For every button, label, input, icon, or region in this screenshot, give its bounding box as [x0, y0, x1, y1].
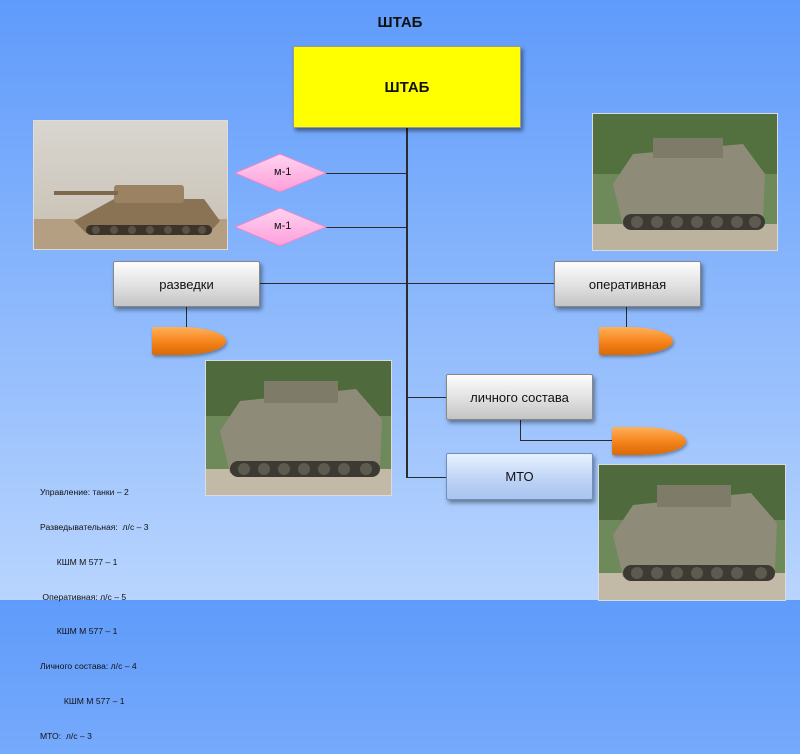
connector-diamond-2: [326, 227, 407, 228]
connector-lichnogo-down: [520, 420, 521, 440]
note-line: Оперативная: л/с – 5: [40, 591, 127, 602]
bullet-shape-razvedki: [152, 327, 226, 355]
connector-trunk: [406, 126, 408, 478]
note-line: Личного состава: л/с – 4: [40, 661, 137, 672]
note-line: КШМ М 577 – 1: [40, 556, 118, 567]
connector-main-horizontal: [260, 283, 555, 284]
tank-photo: [33, 120, 228, 250]
hq-label: ШТАБ: [384, 78, 430, 96]
unit-box-mto: МТО: [446, 453, 593, 500]
diamond-shape: [233, 153, 328, 193]
diamond-label: м-1: [274, 220, 292, 232]
unit-box-razvedki: разведки: [113, 261, 260, 307]
unit-label: личного состава: [470, 389, 569, 405]
diamond-m1-bottom: м-1: [233, 207, 328, 247]
apc-photo-bottom-right: [598, 464, 786, 601]
unit-label: МТО: [505, 469, 534, 484]
diamond-m1-top: м-1: [233, 153, 328, 193]
bullet-shape-lichnogo: [612, 427, 686, 455]
connector-operativnaya-down: [626, 307, 627, 328]
note-line: КШМ М 577 – 1: [40, 695, 125, 706]
connector-razvedki-down: [186, 307, 187, 328]
note-line: МТО: л/с – 3: [40, 730, 92, 741]
hq-box: ШТАБ: [293, 46, 521, 128]
diamond-label: м-1: [274, 166, 292, 178]
connector-diamond-1: [326, 173, 407, 174]
note-line: КШМ М 577 – 1: [40, 626, 118, 637]
unit-label: оперативная: [588, 276, 667, 292]
composition-notes: Управление: танки – 2 Разведывательная: …: [40, 464, 149, 754]
note-line: Управление: танки – 2: [40, 487, 129, 498]
apc-photo-middle: [205, 360, 392, 496]
connector-lichnogo-right: [520, 440, 613, 441]
slide-title: ШТАБ: [377, 14, 423, 31]
unit-box-lichnogo-sostava: личного состава: [446, 374, 593, 420]
unit-box-operativnaya: оперативная: [554, 261, 701, 307]
connector-lichnogo: [407, 397, 447, 398]
bullet-shape-operativnaya: [599, 327, 673, 355]
unit-label: разведки: [159, 276, 214, 292]
connector-mto: [407, 477, 447, 478]
note-line: Разведывательная: л/с – 3: [40, 521, 149, 532]
diamond-shape: [233, 207, 328, 247]
apc-photo-top-right: [592, 113, 778, 251]
